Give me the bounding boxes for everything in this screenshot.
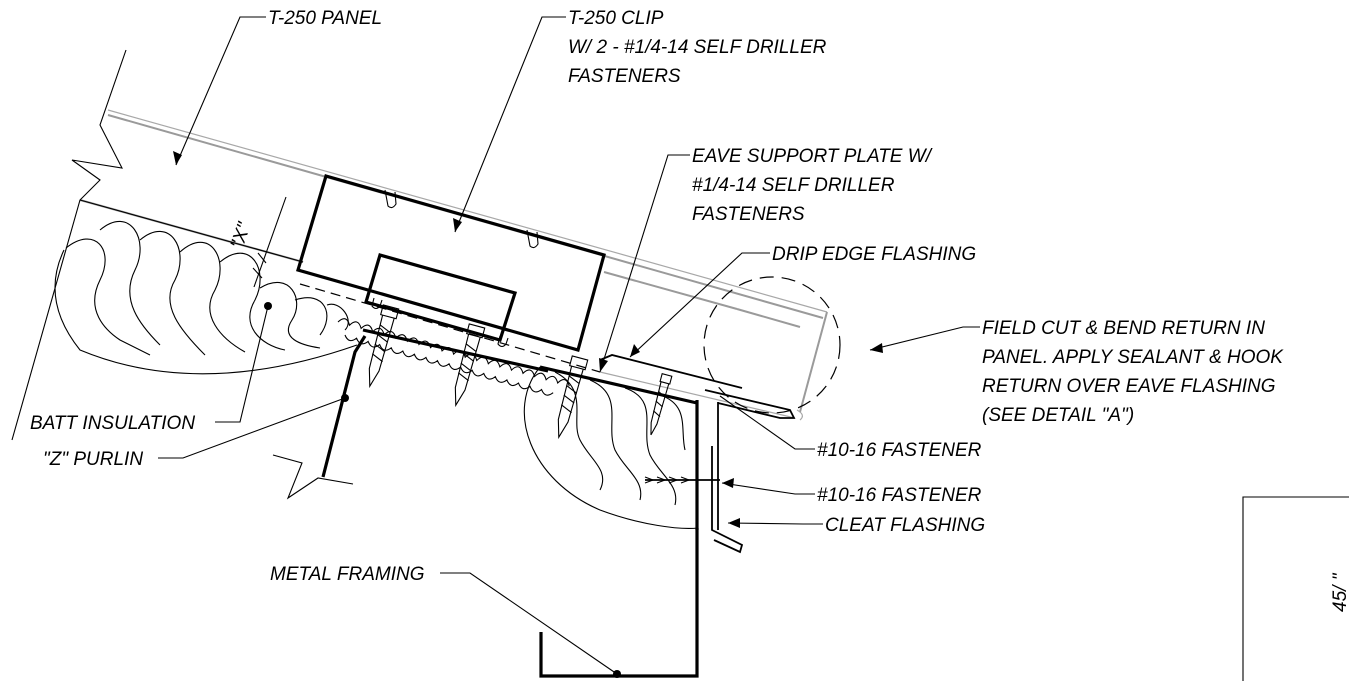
dimension-x: "X" [227, 196, 287, 288]
label-batt: BATT INSULATION [30, 413, 195, 434]
label-clip-2: W/ 2 - #1/4-14 SELF DRILLER [568, 37, 827, 58]
label-field-3: RETURN OVER EAVE FLASHING [982, 376, 1276, 397]
label-purlin: "Z" PURLIN [43, 449, 143, 470]
label-field-1: FIELD CUT & BEND RETURN IN [982, 318, 1265, 339]
detail-a-circle [703, 276, 841, 414]
purlin-flange [299, 283, 601, 373]
label-field-4: (SEE DETAIL "A") [982, 405, 1134, 426]
adjacent-detail-frame: 45/ " [1242, 496, 1349, 681]
compressed-insulation [337, 318, 570, 396]
label-eave-1: EAVE SUPPORT PLATE W/ [692, 146, 933, 167]
t250-clip [296, 174, 606, 352]
label-cleat: CLEAT FLASHING [825, 515, 985, 536]
batt-insulation-right [523, 366, 699, 529]
leader-lines [158, 16, 980, 678]
label-eave-3: FASTENERS [692, 204, 805, 225]
batt-insulation-left [54, 199, 358, 375]
label-drip-edge: DRIP EDGE FLASHING [772, 244, 976, 265]
label-fastener-2: #10-16 FASTENER [817, 485, 982, 506]
label-fastener-1: #10-16 FASTENER [817, 440, 982, 461]
annotations: T-250 PANEL T-250 CLIP W/ 2 - #1/4-14 SE… [30, 8, 1284, 585]
adjacent-detail-label: 45/ " [1330, 572, 1349, 612]
self-driller-fasteners [368, 304, 673, 440]
eave-flashings [539, 354, 796, 554]
label-clip-3: FASTENERS [568, 66, 681, 87]
label-clip-1: T-250 CLIP [568, 8, 664, 29]
metal-framing [539, 528, 699, 678]
label-field-2: PANEL. APPLY SEALANT & HOOK [982, 347, 1284, 368]
label-eave-2: #1/4-14 SELF DRILLER [692, 175, 895, 196]
label-panel: T-250 PANEL [268, 8, 382, 29]
z-purlin [321, 335, 367, 478]
label-framing: METAL FRAMING [270, 564, 424, 585]
